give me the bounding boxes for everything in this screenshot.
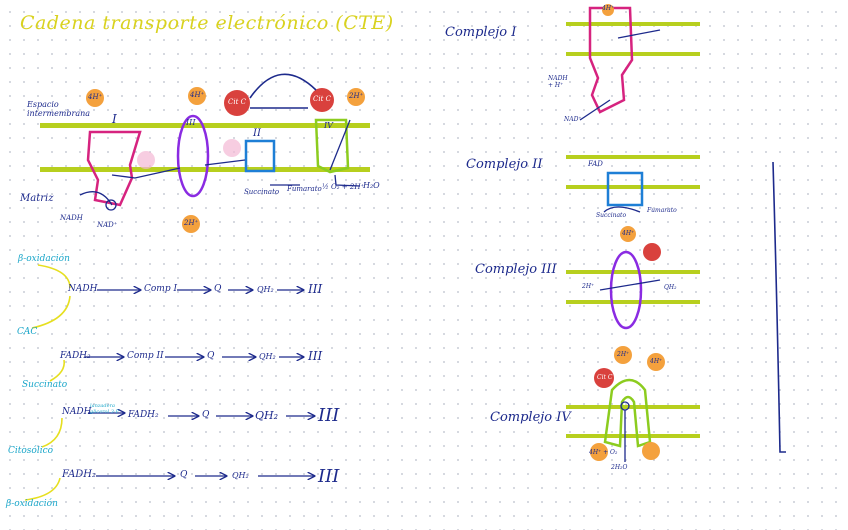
r-complex-ii-inner: FAD	[588, 160, 603, 168]
r-complex-iii-shape	[611, 252, 641, 328]
r-complex-iv-label: Complejo IV	[490, 410, 571, 425]
r-complex-iii-badge-2: 4H⁺	[622, 230, 634, 237]
r-complex-ii-label: Complejo II	[466, 157, 543, 172]
r-complex-i-label: Complejo I	[445, 25, 516, 40]
r-complex-iv-badge-4: 2H₂O	[611, 464, 627, 471]
r-complex-iii-inner: QH₂	[664, 284, 677, 291]
r-complex-i-out: NAD⁺	[564, 116, 582, 123]
r-complex-iii-label: Complejo III	[475, 262, 557, 277]
r-complex-iv-badge-3: 4H⁺ + O₂	[589, 449, 617, 456]
r-complex-iii-badge-1: 2H⁺	[582, 283, 594, 290]
r-complex-ii-right: Fumarato	[647, 207, 677, 214]
page-divider-line	[773, 162, 786, 452]
r-complex-i-badge: 4H⁺	[602, 5, 614, 12]
r-complex-iv-badge-2: 4H⁺	[650, 358, 662, 365]
r-complex-iv-inner: Cit C	[597, 374, 612, 381]
r-complex-iv-badge-1: 2H⁺	[617, 351, 629, 358]
r-complex-ii-left: Succinato	[596, 212, 626, 219]
r-complex-i-inner: NADH + H⁺	[548, 75, 574, 89]
